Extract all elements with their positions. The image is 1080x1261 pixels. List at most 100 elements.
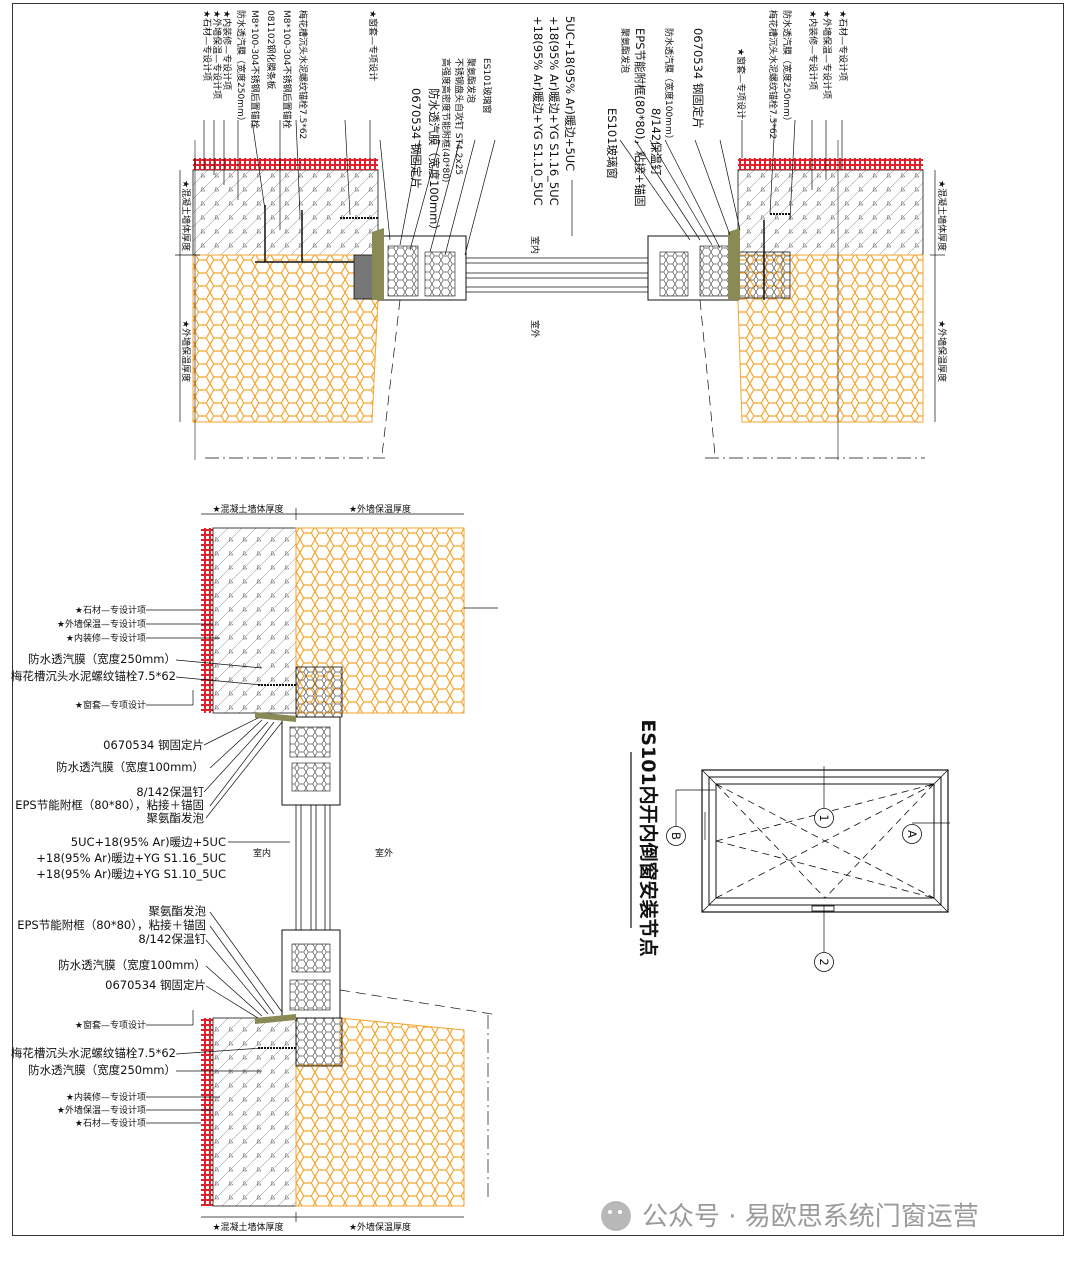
wechat-icon	[601, 1201, 631, 1231]
top-glass-spec-line: 5UC+18(95% Ar)暖边+5UC	[563, 16, 577, 171]
bottom-upper-window-label: 8/142保温钉	[136, 785, 204, 799]
top-left-label: ★内装修—专设计项	[221, 10, 233, 90]
top-left-label: 081102钢化膜条板	[265, 10, 277, 89]
marker-a-label: A	[905, 830, 919, 838]
top-right-label: 防水透汽膜（宽度250mm）	[781, 10, 793, 126]
top-center-right-label: 8/142保温钉	[649, 108, 663, 176]
top-glass-spec-line: +18(95% Ar)暖边+YG S1.10_5UC	[531, 16, 545, 206]
top-left-stone	[193, 158, 378, 170]
bottom-upper-window-label: 0670534 钢固定片	[103, 738, 204, 752]
top-left-label: 防水透汽膜（宽度250mm）	[235, 10, 247, 126]
bottom-lower-stone	[201, 1018, 213, 1206]
bottom-lower-dim-insulation: ★外墙保温厚度	[349, 1221, 411, 1233]
top-left-label: ★窗套—专项设计	[367, 10, 379, 81]
top-left-concrete	[192, 169, 379, 256]
top-glazing	[466, 257, 648, 293]
bottom-lower-label: ★外墙保温—专设计项	[57, 1104, 146, 1116]
top-left-insulation	[192, 254, 379, 423]
top-room-out: 室外	[529, 320, 541, 338]
bottom-glass-spec-line: 5UC+18(95% Ar)暖边+5UC	[71, 835, 226, 849]
marker-2-icon	[814, 952, 834, 972]
marker-2-label: 2	[817, 958, 831, 965]
bottom-lower-eps	[295, 1017, 343, 1067]
bottom-lower-label: 梅花槽沉头水泥螺纹锚栓7.5*62	[11, 1046, 176, 1060]
bottom-upper-label: ★外墙保温—专设计项	[57, 618, 146, 630]
bottom-upper-label: ★窗套—专项设计	[75, 699, 146, 711]
bottom-upper-eps	[295, 666, 343, 718]
sheet-border	[12, 3, 1064, 1236]
top-right-stone	[738, 158, 923, 170]
bottom-top-dim-insulation: ★外墙保温厚度	[349, 503, 411, 515]
bottom-lower-dim-wall: ★混凝土墙体厚度	[212, 1221, 283, 1233]
top-right-concrete	[737, 169, 924, 256]
top-center-right-label: ES101玻璃窗	[605, 108, 619, 179]
top-labels: ★石材—专设计项★外墙保温—专设计项★内装修—专设计项防水透汽膜（宽度250mm…	[180, 10, 948, 382]
bottom-lower-label: 防水透汽膜（宽度250mm）	[28, 1063, 176, 1077]
bottom-lower-foam	[255, 1014, 296, 1024]
elevation-outer-frame	[701, 769, 949, 913]
top-right-label: 梅花槽沉头水泥螺纹锚栓7.5*62	[767, 10, 779, 139]
top-center-left-label: 高强度高密度节能附框(40*80)	[440, 58, 452, 182]
bottom-upper-window-label: EPS节能附框（80*80），粘接＋锚固	[15, 798, 204, 812]
bottom-glass-spec-line: +18(95% Ar)暖边+YG S1.10_5UC	[36, 867, 226, 881]
top-left-label: M8*100-304不锈钢后置锚栓	[281, 10, 293, 129]
top-left-foam	[372, 228, 384, 300]
top-right-foam	[728, 228, 740, 300]
top-room-in: 室内	[529, 236, 541, 254]
window-elevation: A B 1 2 ES101内开内倒窗安装节点	[630, 719, 950, 972]
bottom-room-in: 室内	[253, 847, 271, 859]
marker-1-label: 1	[817, 814, 831, 821]
bottom-glazing	[295, 805, 331, 930]
bottom-lower-window-label: 防水透汽膜（宽度100mm）	[58, 958, 206, 972]
bottom-upper-label: ★内装修—专设计项	[66, 632, 146, 644]
top-right-label: ★石材—专设计项	[837, 10, 849, 81]
bottom-lower-label: ★内装修—专设计项	[66, 1091, 146, 1103]
bottom-lower-window-label: 聚氨酯发泡	[149, 904, 207, 918]
top-center-right-label: 0670534 钢固定片	[691, 28, 705, 129]
top-left-label: ★外墙保温—专设计项	[211, 10, 223, 99]
bottom-lower-window-label: 0670534 钢固定片	[105, 978, 206, 992]
bottom-lower-concrete	[212, 1017, 297, 1207]
bottom-upper-window-label: 聚氨酯发泡	[147, 811, 205, 825]
top-right-label: ★内装修—专设计项	[807, 10, 819, 90]
top-right-dim-insulation: ★外墙保温厚度	[936, 320, 948, 382]
top-right-dim-wall: ★混凝土墙体厚度	[936, 180, 948, 251]
marker-b-label: B	[669, 832, 683, 840]
top-center-right-label: EPS节能附框(80*80)，粘接+锚固	[633, 28, 647, 207]
bottom-upper-label: 梅花槽沉头水泥螺纹锚栓7.5*62	[11, 669, 176, 683]
top-center-right-label: 防水透汽膜（宽度100mm）	[663, 28, 675, 144]
elevation-opening-lines	[715, 783, 935, 899]
bottom-lower-label: ★窗套—专项设计	[75, 1019, 146, 1031]
marker-a-icon	[902, 824, 922, 844]
bottom-labels: ★混凝土墙体厚度 ★外墙保温厚度 ★混凝土墙体厚度 ★外墙保温厚度 ★石材—专设计项 ★外…	[11, 503, 411, 1233]
top-left-label: M8*100-304不锈钢后置锚栓	[249, 10, 261, 129]
top-plan-section	[175, 119, 945, 460]
top-center-left-label: 防水透汽膜（宽度100mm）	[427, 88, 441, 236]
watermark: 公众号 · 易欧思系统门窗运营	[601, 1201, 979, 1232]
marker-1-icon	[814, 808, 834, 828]
top-left-label: ★石材—专设计项	[201, 10, 213, 81]
watermark-text: 公众号 · 易欧思系统门窗运营	[642, 1202, 979, 1232]
elevation-title: ES101内开内倒窗安装节点	[637, 719, 660, 956]
bottom-upper-label: ★石材—专设计项	[75, 604, 146, 616]
top-left-dim-wall: ★混凝土墙体厚度	[180, 180, 192, 251]
top-right-label: ★外墙保温—专设计项	[821, 10, 833, 99]
top-right-label: ★窗套—专项设计	[735, 48, 747, 119]
top-left-dim-insulation: ★外墙保温厚度	[180, 320, 192, 382]
bottom-room-out: 室外	[375, 847, 393, 859]
top-left-label: 梅花槽沉头水泥螺纹锚栓7.5*62	[297, 10, 309, 139]
top-center-right-label: 聚氨酯发泡	[619, 28, 631, 73]
top-center-left-label: 0670534 钢固定片	[409, 88, 423, 189]
top-glass-spec-line: +18(95% Ar)暖边+YG S1.16_5UC	[547, 16, 561, 206]
bottom-upper-label: 防水透汽膜（宽度250mm）	[28, 652, 176, 666]
bottom-upper-window-label: 防水透汽膜（宽度100mm）	[56, 760, 204, 774]
top-center-left-label: ES101玻璃窗	[481, 58, 493, 114]
bottom-upper-concrete	[212, 527, 297, 714]
bottom-vertical-section	[146, 508, 499, 1222]
bottom-upper-foam	[255, 712, 296, 722]
bottom-top-dim-wall: ★混凝土墙体厚度	[212, 503, 283, 515]
bottom-glass-spec-line: +18(95% Ar)暖边+YG S1.16_5UC	[36, 851, 226, 865]
top-center-left-label: 聚氨酯发泡	[465, 58, 477, 103]
bottom-lower-window-label: EPS节能附框（80*80），粘接＋锚固	[17, 918, 206, 932]
